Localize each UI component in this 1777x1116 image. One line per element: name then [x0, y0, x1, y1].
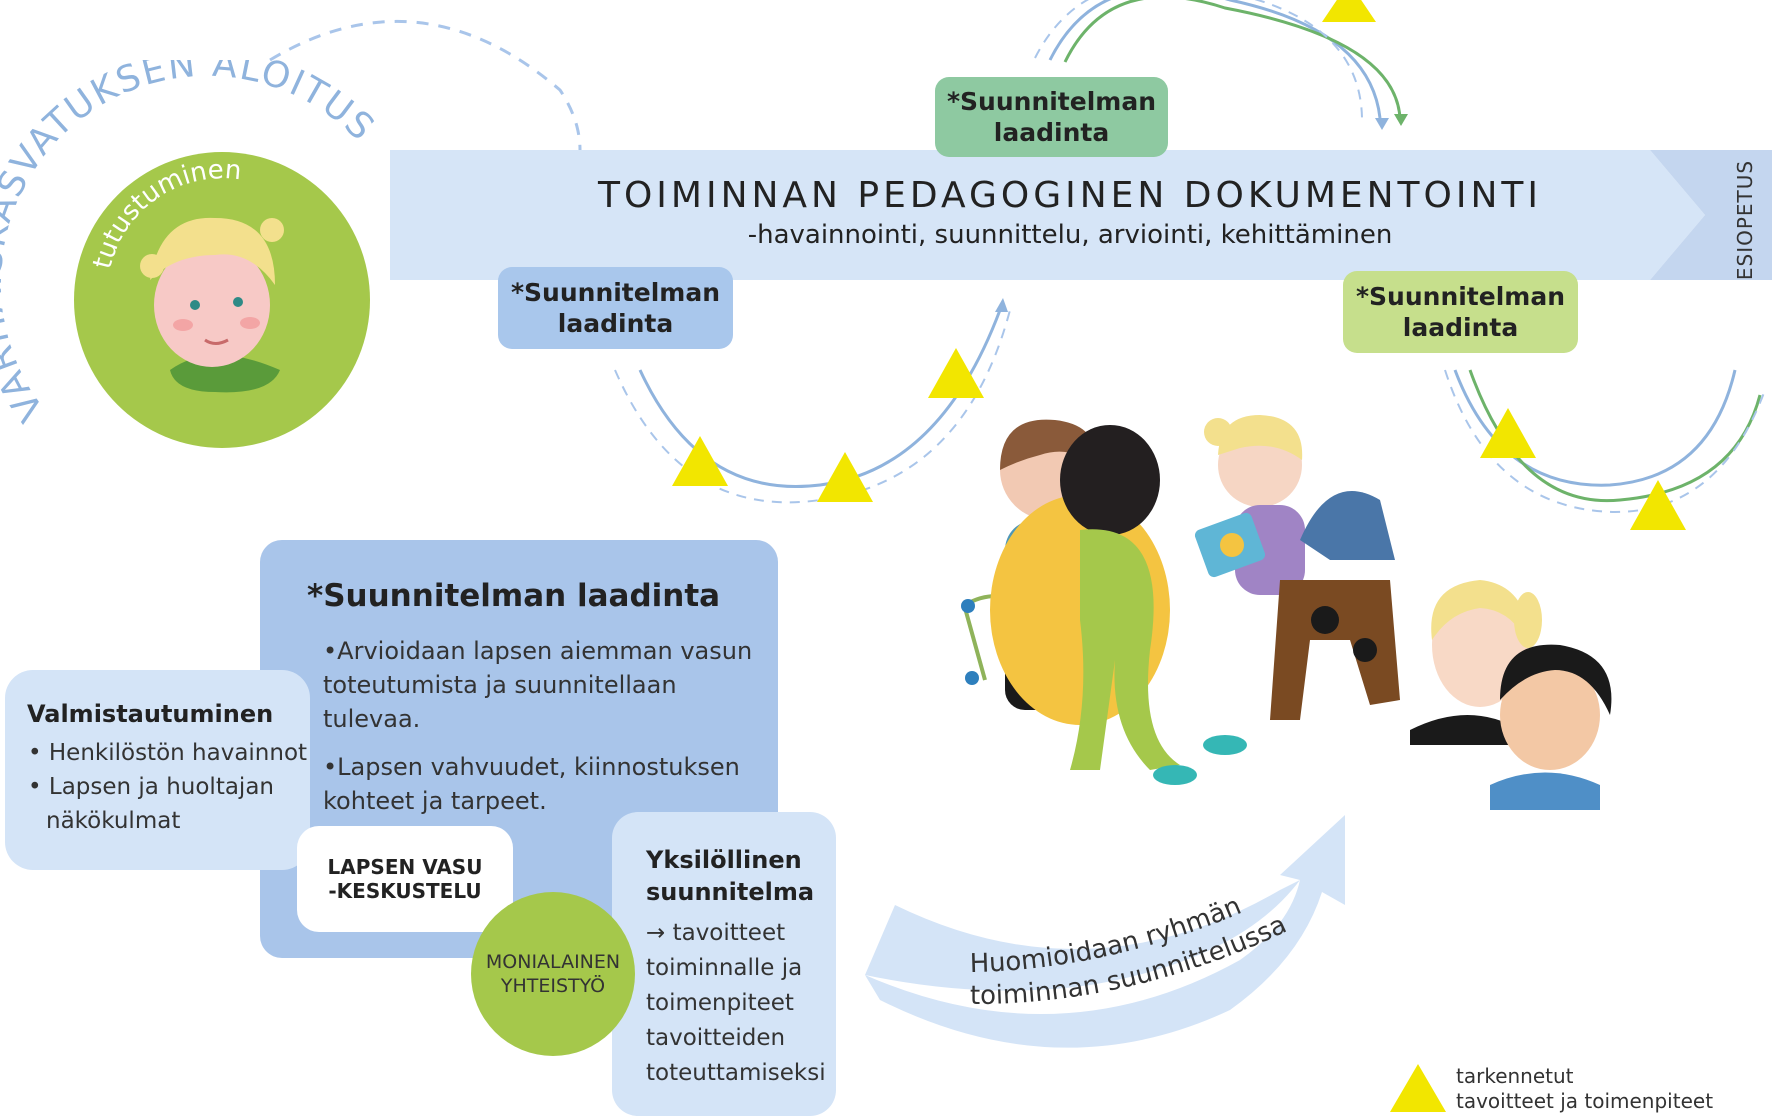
intro-circle-text: tutustuminen: [88, 160, 243, 272]
start-arc-label: VARHAISKASVATUKSEN ALOITUS: [0, 60, 381, 429]
legend-line2: tavoitteet ja toimenpiteet: [1456, 1089, 1714, 1113]
preparation-title: Valmistautuminen: [27, 700, 274, 728]
children-playing-illustration: [961, 415, 1400, 785]
banner-arrow-end: [1650, 150, 1772, 280]
target-triangle: [672, 436, 728, 486]
group-planning-arrow: [865, 815, 1345, 1048]
intro-circle-label: tutustuminen: [88, 160, 243, 272]
banner-subtitle: -havainnointi, suunnittelu, arviointi, k…: [747, 220, 1393, 250]
legend-line1: tarkennetut: [1456, 1064, 1574, 1088]
cycle-arc-mid-2: [614, 309, 1011, 504]
preparation-box: Valmistautuminen • Henkilöstön havainnot…: [5, 670, 310, 870]
plan-box-bullet: •Lapsen vahvuudet, kiinnostuksen kohteet…: [323, 753, 740, 815]
group-arrow-text: Huomioidaan ryhmän toiminnan suunnittelu…: [969, 891, 1291, 1011]
vasu-discussion-box: LAPSEN VASU -KESKUSTELU: [297, 826, 513, 932]
arrowhead-top-a: [1375, 118, 1389, 130]
banner: TOIMINNAN PEDAGOGINEN DOKUMENTOINTI -hav…: [470, 175, 1670, 250]
individual-plan-line: tavoitteiden: [646, 1025, 786, 1051]
group-planning-arrow-tail: [865, 880, 1300, 991]
cycle-arc-top-1: [1048, 0, 1382, 119]
cycle-arc-top-3: [1034, 0, 1363, 119]
target-triangle: [817, 452, 873, 502]
cycle-arc-right-1: [1453, 369, 1737, 487]
cycle-arc-top-2: [1063, 0, 1402, 119]
individual-plan-line: toimenpiteet: [646, 990, 794, 1016]
target-triangle: [1322, 0, 1376, 22]
banner-arrow: [390, 150, 1705, 280]
plan-pill-left: *Suunnitelman laadinta: [498, 267, 733, 349]
vasu-discussion-line2: -KESKUSTELU: [328, 879, 482, 903]
banner-title: TOIMINNAN PEDAGOGINEN DOKUMENTOINTI: [597, 175, 1543, 216]
multiprofessional-line1: MONIALAINEN: [485, 951, 621, 973]
target-triangle: [1480, 408, 1536, 458]
start-dashed-arc: [269, 19, 582, 151]
plan-pill-line2: laadinta: [557, 309, 674, 338]
legend: tarkennetut tavoitteet ja toimenpiteet: [1456, 1064, 1713, 1114]
multiprofessional-circle: MONIALAINEN YHTEISTYÖ: [471, 892, 635, 1056]
target-triangle: [928, 348, 984, 398]
plan-pill-line1: *Suunnitelman: [1355, 282, 1566, 311]
plan-pill-line1: *Suunnitelman: [946, 87, 1157, 116]
plan-box-content: *Suunnitelman laadinta •Arvioidaan lapse…: [307, 578, 767, 818]
plan-box-bullet: •Arvioidaan lapsen aiemman vasun toteutu…: [323, 637, 753, 733]
individual-plan-title-line2: suunnitelma: [646, 878, 815, 906]
individual-plan-line: toteuttamiseksi: [646, 1060, 826, 1086]
svg-text:tutustuminen: tutustuminen: [88, 160, 243, 272]
banner-end-label: ESIOPETUS: [1733, 159, 1758, 281]
plan-pill-line2: laadinta: [1402, 313, 1519, 342]
individual-plan-title-line1: Yksilöllinen: [646, 846, 802, 874]
banner-end: ESIOPETUS: [1725, 160, 1765, 280]
arrowhead-mid: [995, 298, 1008, 312]
plan-pill-line1: *Suunnitelman: [510, 278, 721, 307]
multiprofessional-line2: YHTEISTYÖ: [500, 975, 606, 997]
vasu-discussion-line1: LAPSEN VASU: [327, 855, 483, 879]
individual-plan-line: → tavoitteet: [646, 920, 786, 946]
individual-plan-line: toiminnalle ja: [646, 955, 803, 981]
plan-pill-right: *Suunnitelman laadinta: [1343, 271, 1578, 353]
cycle-arc-right-3: [1444, 369, 1766, 514]
plan-pill-top: *Suunnitelman laadinta: [935, 77, 1168, 157]
adult-man-illustration: [1490, 644, 1612, 810]
target-triangle: [1630, 480, 1686, 530]
legend-triangle: [1390, 1064, 1446, 1112]
preparation-item: • Lapsen ja huoltajan näkökulmat: [28, 774, 274, 834]
plan-pill-line2: laadinta: [993, 118, 1110, 147]
child-face-illustration: [140, 217, 284, 393]
plan-box-title: *Suunnitelman laadinta: [307, 578, 721, 614]
preparation-item: • Henkilöstön havainnot: [28, 740, 308, 766]
individual-plan-box: Yksilöllinen suunnitelma → tavoitteet to…: [612, 812, 836, 1116]
arrowhead-top-b: [1394, 114, 1408, 126]
